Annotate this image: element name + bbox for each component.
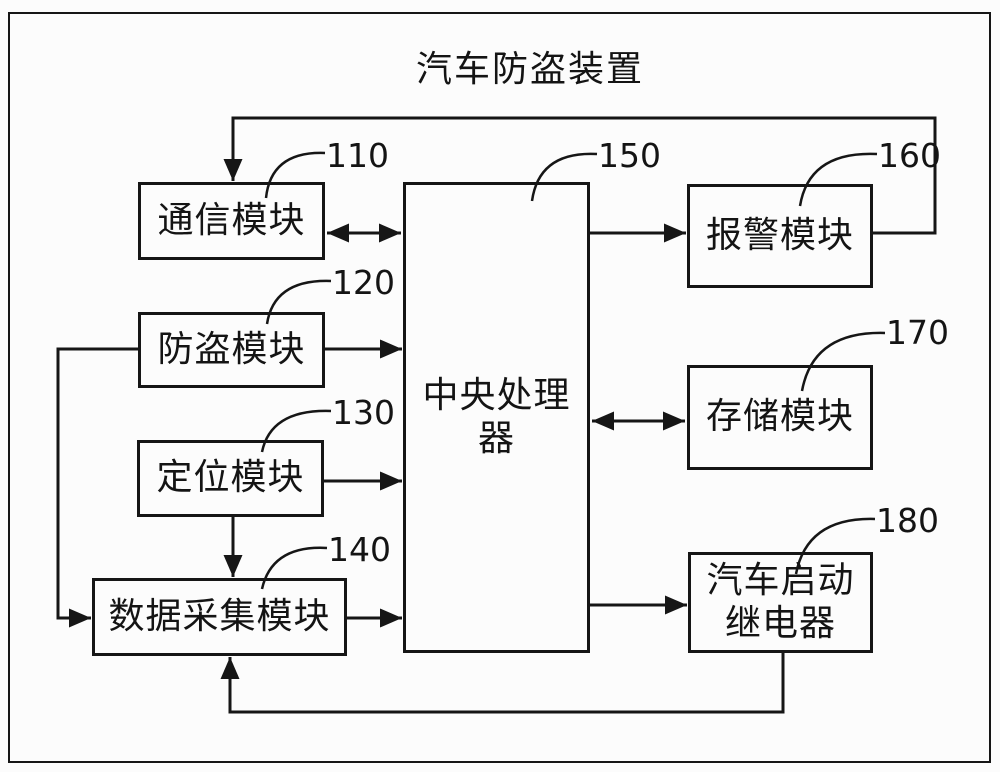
block-label: 汽车启动继电器 xyxy=(706,560,855,644)
block-communication-module: 通信模块 xyxy=(138,182,325,260)
ref-label-130: 130 xyxy=(332,393,395,432)
block-storage-module: 存储模块 xyxy=(687,365,873,470)
block-label: 防盗模块 xyxy=(157,328,306,370)
block-positioning-module: 定位模块 xyxy=(137,440,324,517)
wire-alarm-to-comm-feedback xyxy=(223,116,937,235)
ref-label-150: 150 xyxy=(598,136,661,175)
wire-relay-to-data-feedback xyxy=(220,653,785,714)
diagram-title: 汽车防盗装置 xyxy=(415,49,644,90)
block-central-processor: 中央处理器 xyxy=(403,182,590,653)
block-label: 中央处理器 xyxy=(422,375,571,459)
ref-label-170: 170 xyxy=(886,313,949,352)
block-label: 报警模块 xyxy=(705,214,854,256)
block-alarm-module: 报警模块 xyxy=(687,184,873,288)
ref-label-110: 110 xyxy=(326,136,389,175)
leader-160 xyxy=(798,152,878,207)
leader-120 xyxy=(265,279,332,325)
ref-label-140: 140 xyxy=(328,530,391,569)
block-label: 定位模块 xyxy=(156,457,305,499)
block-data-acquisition-module: 数据采集模块 xyxy=(92,578,347,656)
ref-label-180: 180 xyxy=(876,501,939,540)
block-label: 数据采集模块 xyxy=(108,595,331,637)
block-label: 通信模块 xyxy=(157,199,306,241)
block-label: 存储模块 xyxy=(705,396,854,438)
figure-border xyxy=(8,12,991,763)
leader-130 xyxy=(260,409,332,453)
block-vehicle-start-relay: 汽车启动继电器 xyxy=(688,552,873,653)
leader-170 xyxy=(800,331,886,392)
leader-180 xyxy=(794,517,876,575)
leader-150 xyxy=(530,152,598,202)
wire-theft-to-data-feedback xyxy=(56,347,138,628)
ref-label-120: 120 xyxy=(332,263,395,302)
block-anti-theft-module: 防盗模块 xyxy=(138,312,325,388)
ref-label-160: 160 xyxy=(878,136,941,175)
leader-110 xyxy=(264,151,326,199)
